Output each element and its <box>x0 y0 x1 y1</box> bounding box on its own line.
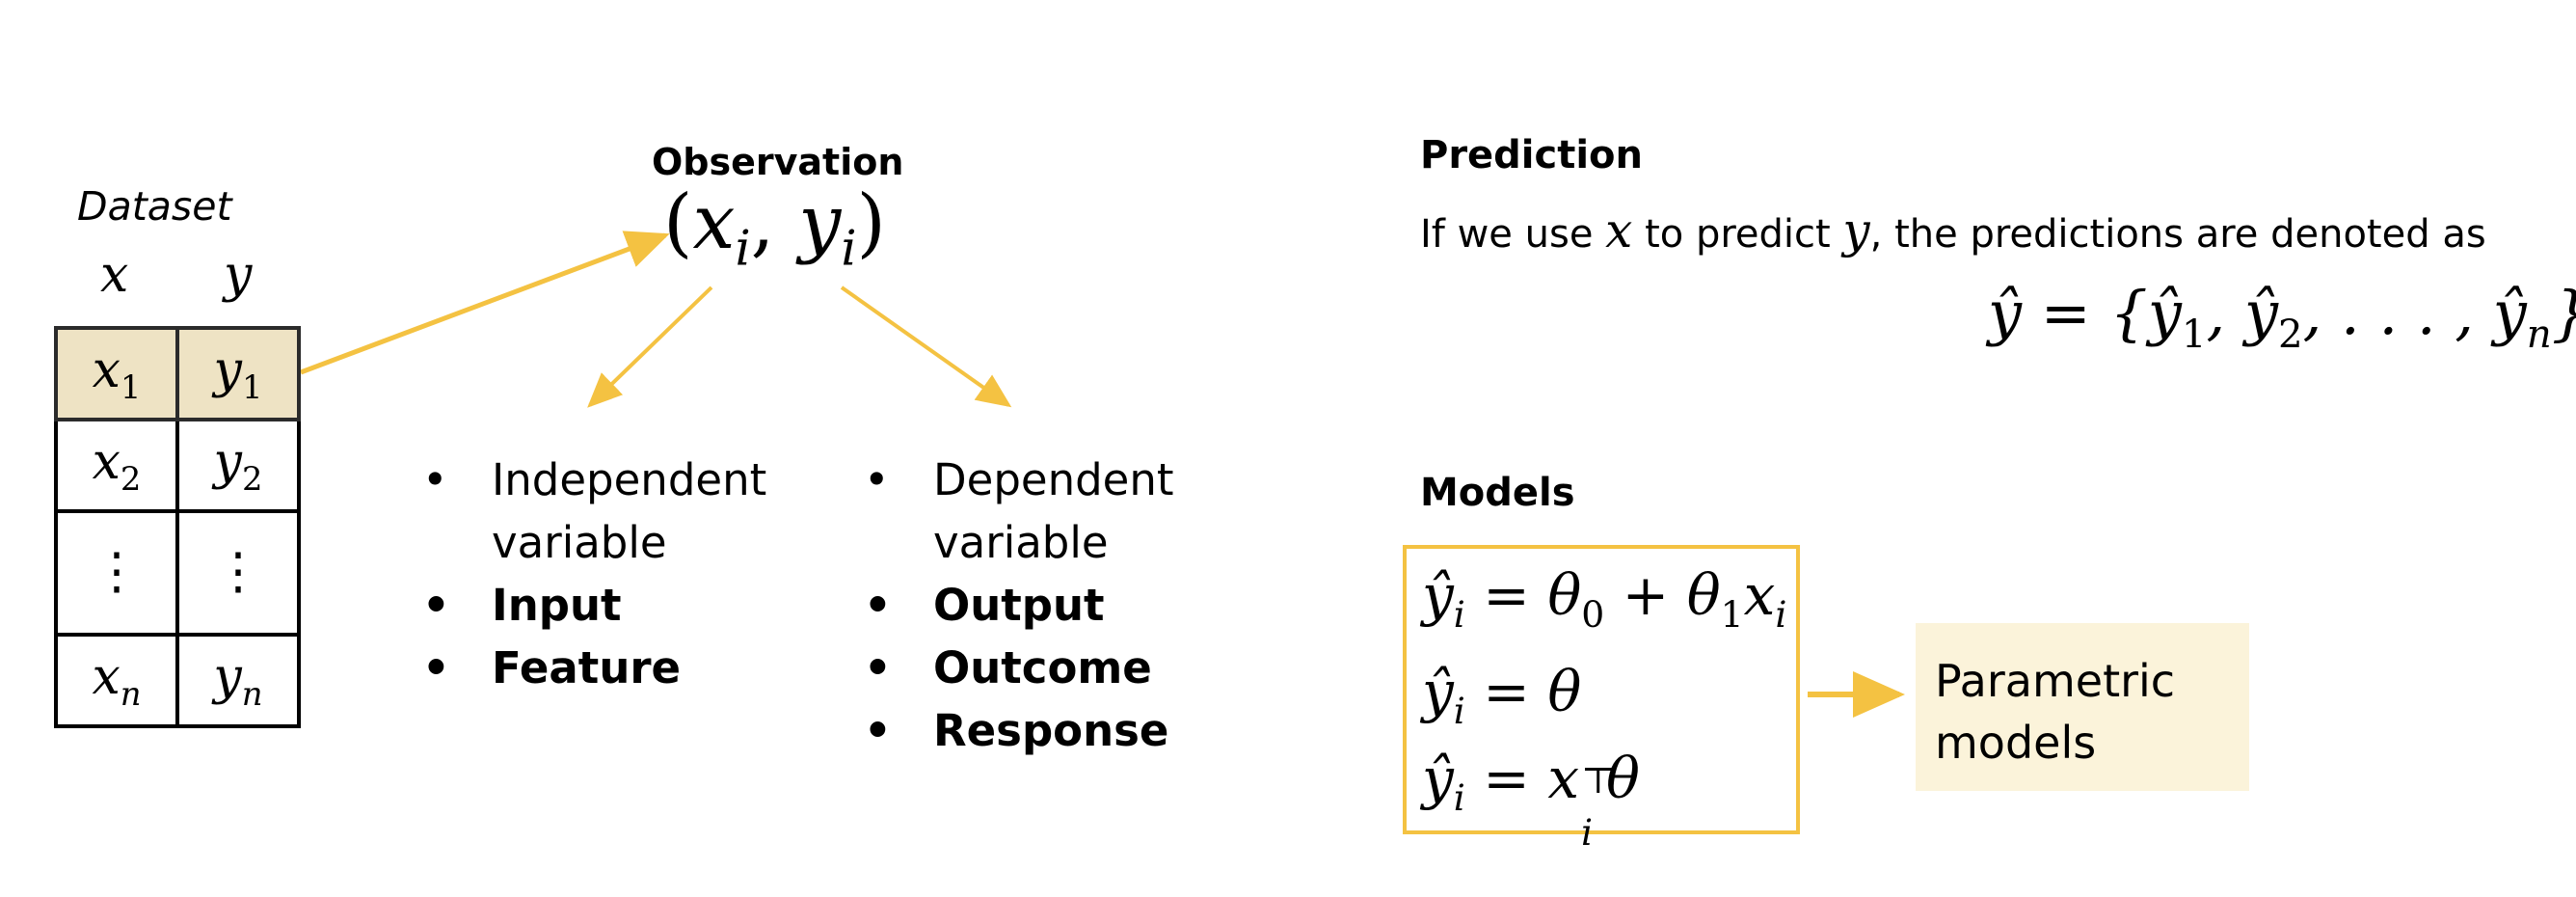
table-cell: yn <box>175 633 301 728</box>
dependent-variable-list: Dependent variable Output Outcome Respon… <box>864 448 1211 762</box>
table-cell: x2 <box>54 418 179 513</box>
independent-variable-list: Independent variable Input Feature <box>422 448 808 699</box>
table-cell: ⋮ <box>175 509 301 637</box>
column-header-y: y <box>224 246 253 304</box>
observation-formula: (xi, yi) <box>663 179 886 277</box>
model-equation-constant: ŷi = θ <box>1422 659 1582 733</box>
table-cell: y2 <box>175 418 301 513</box>
list-item: Independent variable <box>422 448 808 574</box>
table-row: xn yn <box>54 633 301 728</box>
prediction-title: Prediction <box>1420 133 1644 177</box>
models-title: Models <box>1420 471 1575 515</box>
table-row: ⋮ ⋮ <box>54 509 301 637</box>
column-header-x: x <box>100 246 129 304</box>
observation-title: Observation <box>652 141 904 183</box>
parametric-models-box: Parametric models <box>1916 623 2249 791</box>
vertical-ellipsis: ⋮ <box>213 543 263 602</box>
list-item: Response <box>864 699 1211 762</box>
list-item: Outcome <box>864 637 1211 699</box>
dataset-table: x1 y1 x2 y2 ⋮ ⋮ xn yn <box>54 326 301 728</box>
parametric-models-label: Parametric models <box>1935 655 2176 769</box>
list-item: Feature <box>422 637 808 699</box>
list-item: Input <box>422 574 808 637</box>
table-cell: x1 <box>54 326 179 421</box>
vertical-ellipsis: ⋮ <box>92 543 142 602</box>
table-cell: y1 <box>175 326 301 421</box>
table-cell: ⋮ <box>54 509 179 637</box>
list-item: Output <box>864 574 1211 637</box>
table-row: x1 y1 <box>54 326 301 421</box>
prediction-sentence: If we use x to predict y, the prediction… <box>1420 203 2486 258</box>
row-to-observation-arrow <box>300 231 670 375</box>
prediction-set-formula: ŷ = {ŷ1, ŷ2, . . . , ŷn} <box>1988 278 2576 358</box>
table-cell: xn <box>54 633 179 728</box>
observation-to-dependent-arrow <box>840 285 1012 408</box>
list-item: Dependent variable <box>864 448 1211 574</box>
table-row: x2 y2 <box>54 418 301 513</box>
dataset-title: Dataset <box>77 183 232 230</box>
observation-to-independent-arrow <box>587 285 713 408</box>
model-equation-linear: ŷi = θ0 + θ1xi <box>1422 562 1787 637</box>
